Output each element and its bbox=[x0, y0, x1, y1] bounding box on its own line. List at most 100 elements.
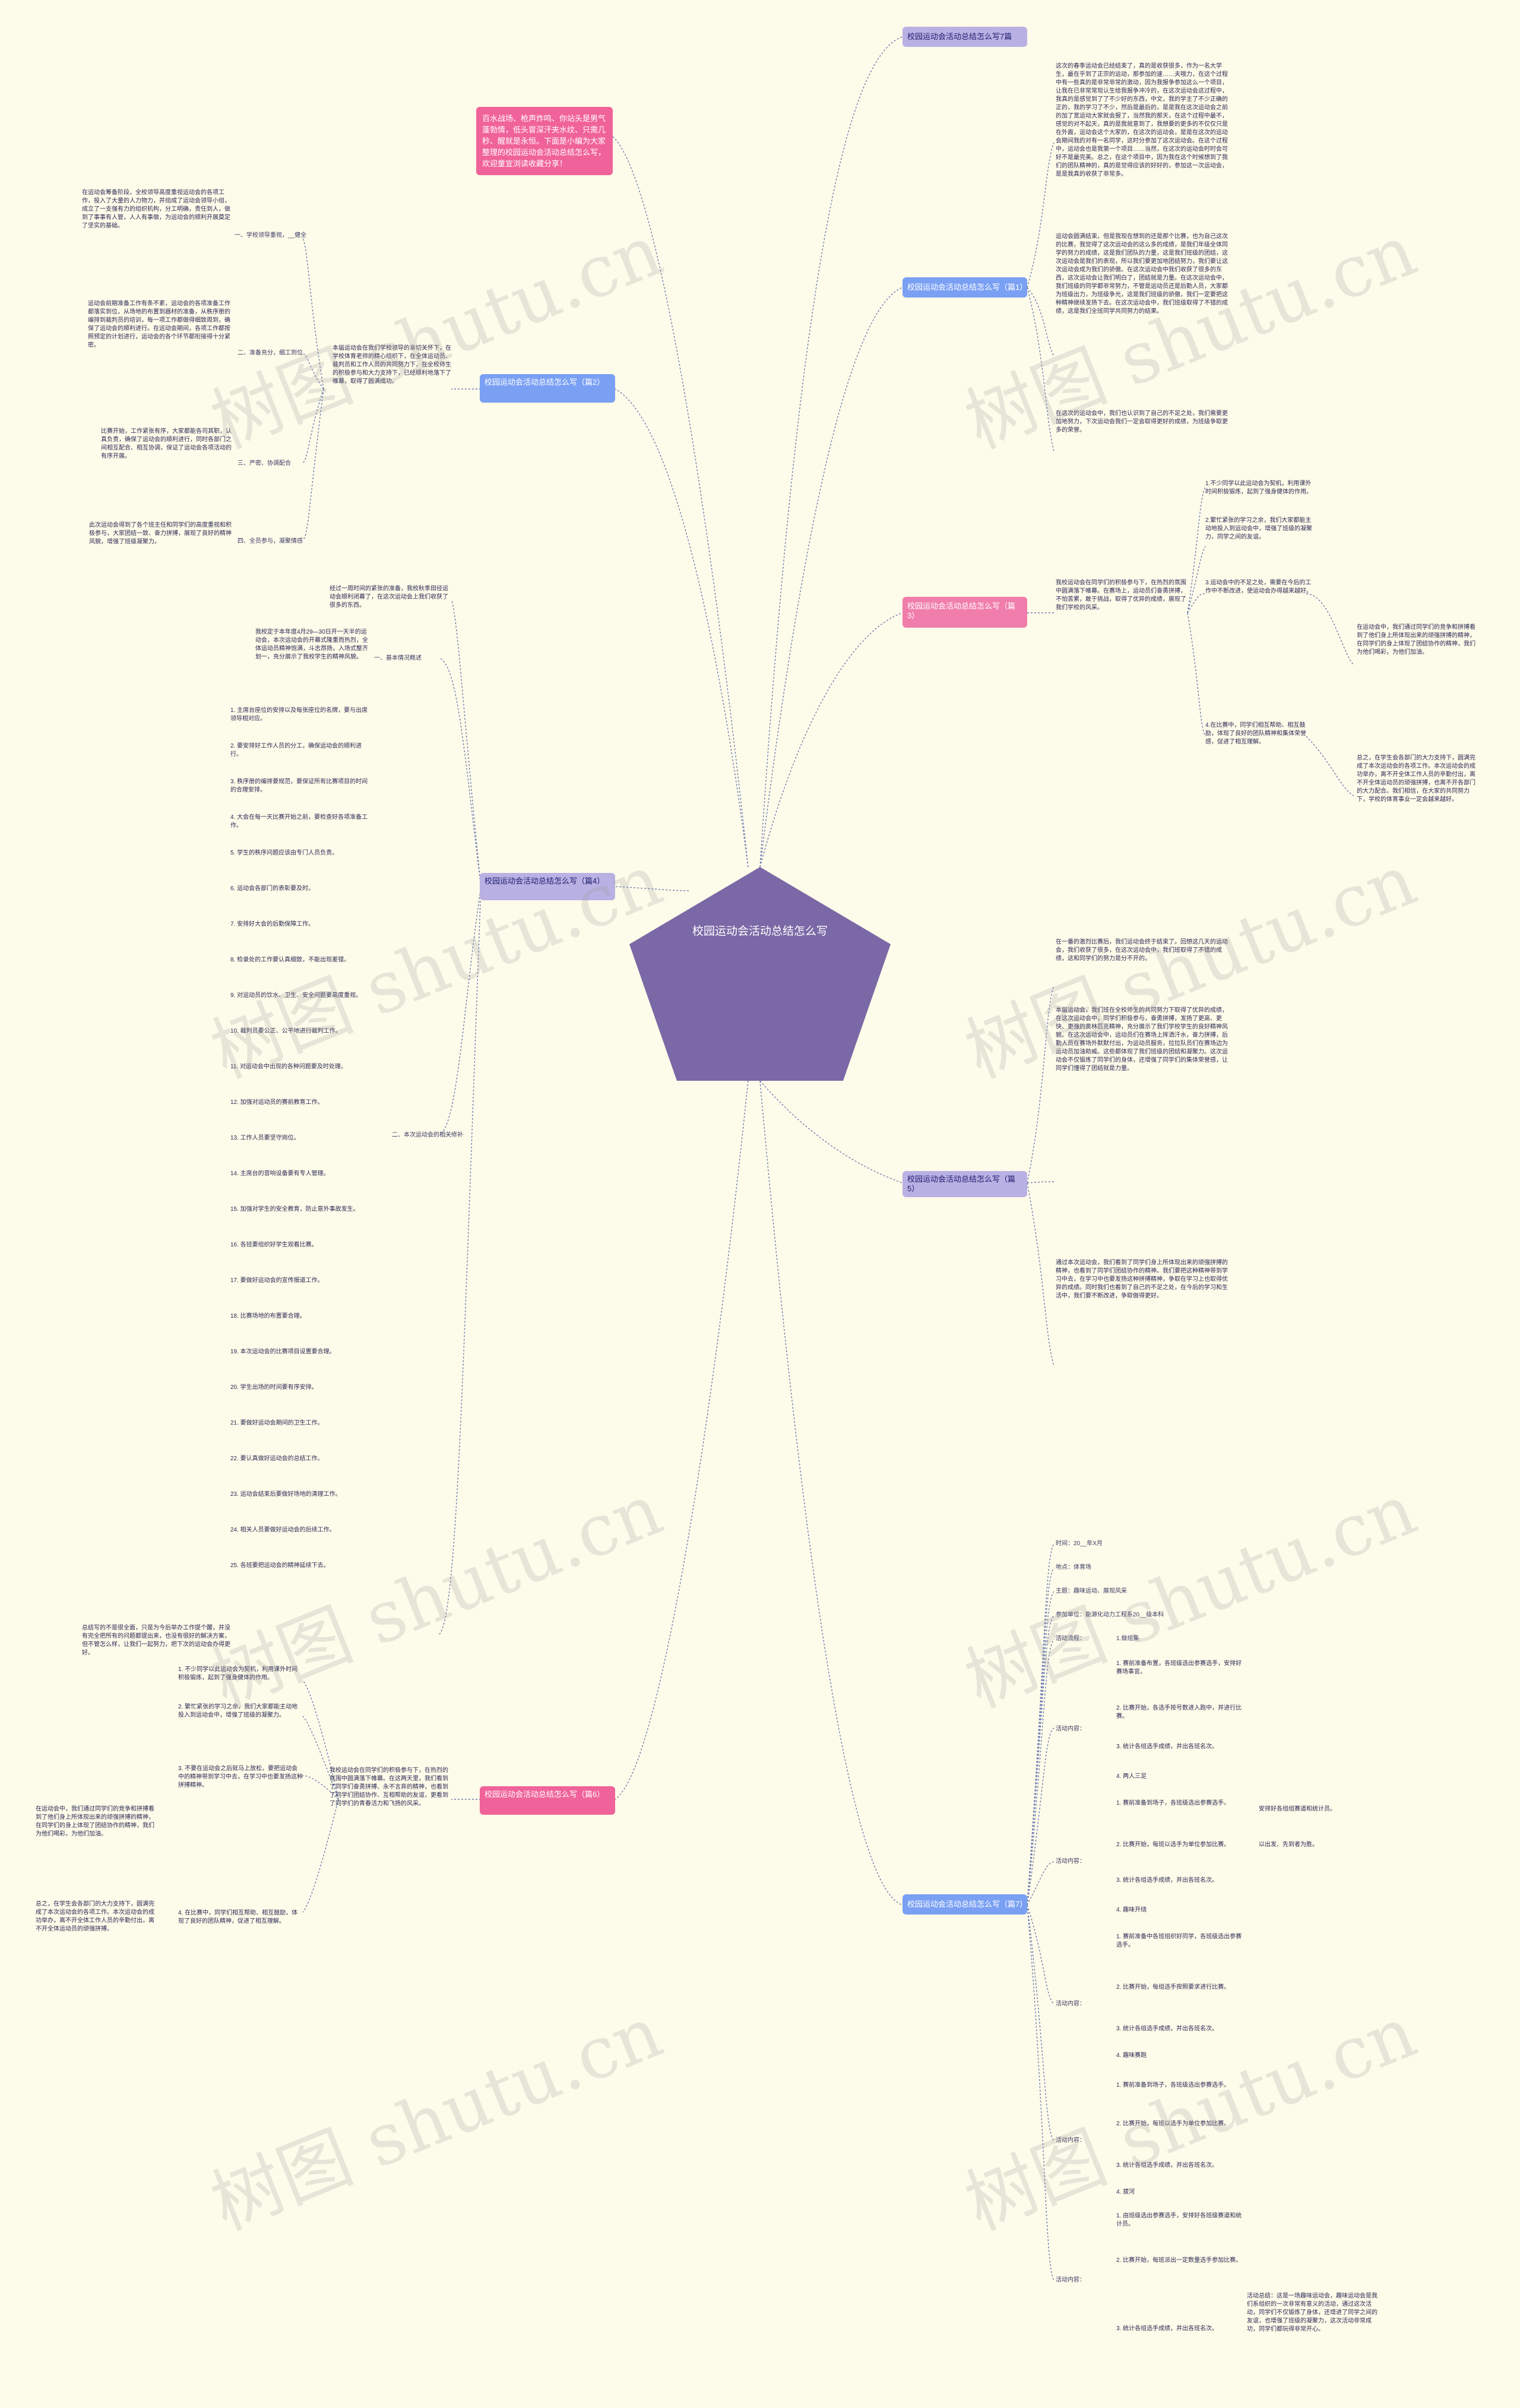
b5-item: 6. 运动会各部门的表彰要及时。 bbox=[230, 885, 315, 892]
b8-e3: 3. 统计各组选手成绩，并出各班名次。 bbox=[1116, 2026, 1218, 2032]
b8-d1s: 安排好各组组赛道和统计员。 bbox=[1259, 1806, 1336, 1812]
b8-proc1: 活动流程： bbox=[1056, 1635, 1085, 1642]
b8-proc2: 活动内容： bbox=[1056, 1726, 1085, 1732]
branch-b4[interactable]: 校园运动会活动总结怎么写（篇3） bbox=[902, 597, 1027, 628]
b8-f3: 3. 统计各组选手成绩，并出各班名次。 bbox=[1116, 2162, 1218, 2169]
link-root-b2 bbox=[759, 287, 903, 868]
root-node-shape bbox=[629, 867, 891, 1081]
b5-basic: 我校定于本年度4月29—30日开一天半的运动会，本次运动会的开幕式隆重而热烈，全… bbox=[255, 629, 368, 660]
b5-item: 24. 相关人员要做好运动会的后续工作。 bbox=[230, 1527, 335, 1533]
link-root-b1 bbox=[759, 36, 903, 868]
b8-e2: 2. 比赛开始，每组选手按照要求进行比赛。 bbox=[1116, 1984, 1230, 1991]
b6-text-2: 本届运动会，我们班在全校师生的共同努力下取得了优异的成绩，在这次运动会中，同学们… bbox=[1056, 1007, 1228, 1072]
b8-time: 时间：20__年X月 bbox=[1056, 1540, 1103, 1547]
branch-b6[interactable]: 校园运动会活动总结怎么写（篇5） bbox=[902, 1171, 1027, 1197]
branch-b5[interactable]: 校园运动会活动总结怎么写（篇4） bbox=[480, 873, 615, 900]
b8-f4: 4. 拔河 bbox=[1116, 2189, 1135, 2195]
branch-b7[interactable]: 校园运动会活动总结怎么写（篇6） bbox=[480, 1786, 615, 1815]
b4-item-1: 1.不少同学以此运动会为契机，利用课外时间积极锻炼，起到了强身健体的作用。 bbox=[1205, 480, 1312, 495]
link-root-b7 bbox=[615, 1080, 749, 1800]
b4-main: 我校运动会在同学们的积极参与下，在热烈的氛围中圆满落下帷幕。在赛场上，运动员们奋… bbox=[1056, 580, 1186, 611]
b7-side-1: 在运动会中，我们通过同学们的竞争和拼搏看到了他们身上所体现出来的顽强拼搏的精神，… bbox=[36, 1806, 154, 1837]
b3-1-label: 一、学校领导重视，__健全 bbox=[235, 232, 307, 239]
b8-proc5: 活动内容： bbox=[1056, 2137, 1085, 2144]
b3-4-label: 四、全员参与，凝聚情感 bbox=[238, 538, 303, 545]
link-root-b5 bbox=[615, 886, 689, 891]
b3-3-text: 比赛开始，工作紧张有序，大家都能各司其职，认真负责，确保了运动会的顺利进行，同时… bbox=[101, 428, 232, 460]
b8-g3: 3. 统计各组选手成绩，并出各班名次。 bbox=[1116, 2325, 1218, 2332]
branch-b8[interactable]: 校园运动会活动总结怎么写（篇7） bbox=[902, 1894, 1027, 1915]
b7-item-4: 4. 在比赛中，同学们相互帮助、相互鼓励，体现了良好的团队精神，促进了相互理解。 bbox=[178, 1910, 298, 1925]
b3-4-text: 此次运动会得到了各个班主任和同学们的高度重视和积极参与，大家团结一致、奋力拼搏，… bbox=[89, 522, 232, 545]
b5-item: 21. 要做好运动会期间的卫生工作。 bbox=[230, 1420, 324, 1426]
b4-side-1: 在运动会中，我们通过同学们的竞争和拼搏看到了他们身上所体现出来的顽强拼搏的精神，… bbox=[1357, 624, 1475, 656]
b8-g2: 2. 比赛开始，每班派出一定数量选手参加比赛。 bbox=[1116, 2257, 1242, 2264]
b5-item: 22. 要认真做好运动会的总结工作。 bbox=[230, 1455, 324, 1462]
branch-b1[interactable]: 校园运动会活动总结怎么写7篇 bbox=[902, 27, 1027, 47]
b8-c4: 4. 两人三足 bbox=[1116, 1773, 1147, 1780]
root-title[interactable]: 校园运动会活动总结怎么写 bbox=[692, 925, 828, 938]
b8-proc1-a: 1.做组集 bbox=[1116, 1635, 1139, 1642]
b3-1-text: 在运动会筹备阶段，全校领导高度重视运动会的各项工作，投入了大量的人力物力，并组成… bbox=[82, 189, 230, 229]
b8-d3: 3. 统计各组选手成绩，并出各班名次。 bbox=[1116, 1877, 1218, 1884]
b7-side-2: 总之，在学生会各部门的大力支持下，圆满完成了本次运动会的各项工作。本次运动会的成… bbox=[36, 1901, 154, 1932]
b8-place: 地点：体育场 bbox=[1056, 1564, 1091, 1571]
b8-e4: 4. 趣味赛跑 bbox=[1116, 2052, 1147, 2059]
b5-item: 13. 工作人员要坚守岗位。 bbox=[230, 1135, 300, 1141]
b8-people: 参加单位：能源化动力工程系20__级本科 bbox=[1056, 1612, 1164, 1618]
b3-3-label: 三、严密、协调配合 bbox=[238, 460, 291, 467]
b5-item: 8. 检录处的工作要认真细致，不能出现差错。 bbox=[230, 957, 350, 963]
b5-item: 14. 主席台的音响设备要有专人管理。 bbox=[230, 1170, 330, 1177]
b8-proc3: 活动内容： bbox=[1056, 1858, 1085, 1865]
b7-item-1: 1. 不少同学以此运动会为契机，利用课外时间积极锻炼，起到了强身健体的作用。 bbox=[178, 1666, 298, 1681]
b5-item: 17. 要做好运动会的宣传报道工作。 bbox=[230, 1277, 324, 1284]
b4-item-4: 4.在比赛中，同学们相互帮助、相互鼓励，体现了良好的团队精神和集体荣誉感，促进了… bbox=[1205, 722, 1306, 745]
b4-side-2: 总之，在学生会各部门的大力支持下，圆满完成了本次运动会的各项工作。本次运动会的成… bbox=[1357, 755, 1475, 803]
b5-item: 16. 各班要组织好学生观看比赛。 bbox=[230, 1242, 318, 1248]
b5-item: 25. 各班要把运动会的精神延续下去。 bbox=[230, 1562, 330, 1569]
b8-g1: 1. 由班级选出参赛选手，安排好各班级赛道和统计员。 bbox=[1116, 2213, 1242, 2227]
link-root-callout bbox=[612, 136, 749, 868]
b5-item: 11. 对运动会中出现的各种问题要及时处理。 bbox=[230, 1064, 347, 1070]
b5-item: 19. 本次运动会的比赛项目设置要合理。 bbox=[230, 1349, 335, 1355]
b8-proc4: 活动内容： bbox=[1056, 2001, 1085, 2007]
b2-text-3: 在这次的运动会中，我们也认识到了自己的不足之处，我们需要更加地努力，下次运动会我… bbox=[1056, 410, 1228, 433]
b5-item: 20. 学生出场的时间要有序安排。 bbox=[230, 1384, 318, 1391]
b8-c3: 3. 统计各组选手成绩，并出各班名次。 bbox=[1116, 1743, 1218, 1750]
b6-text-1: 在一番的激烈比赛后，我们运动会终于结束了。回想这几天的运动会，我们收获了很多，在… bbox=[1056, 939, 1228, 962]
b4-item-3: 3.运动会中的不足之处，需要在今后的工作中不断改进，使运动会办得越来越好。 bbox=[1205, 580, 1312, 594]
link-root-b3 bbox=[615, 388, 749, 868]
b7-main: 我校运动会在同学们的积极参与下，在热烈的氛围中圆满落下帷幕。在这两天里，我们看到… bbox=[330, 1767, 448, 1807]
b5-work-label: 二、本次运动会的相关修补 bbox=[392, 1132, 463, 1138]
b2-text-1: 这次的春季运动会已经结束了，真的是收获很多，作为一名大学生，最在乎到了正宗的运动… bbox=[1056, 63, 1228, 178]
b8-f2: 2. 比赛开始，每班以选手为单位参加比赛。 bbox=[1116, 2121, 1230, 2127]
b5-item: 5. 学生的秩序问题应该由专门人员负责。 bbox=[230, 850, 338, 856]
b5-item: 10. 裁判员要公正、公平地进行裁判工作。 bbox=[230, 1028, 341, 1034]
b3-intro: 本届运动会在我们学校领导的亲切关怀下，在学校体育老师的精心组织下，在全体运动员、… bbox=[332, 345, 451, 385]
b8-d2s: 以出发、先到者为胜。 bbox=[1259, 1841, 1318, 1848]
b5-item: 23. 运动会结束后要做好场地的清理工作。 bbox=[230, 1491, 341, 1498]
b5-item: 7. 安排好大会的后勤保障工作。 bbox=[230, 921, 315, 928]
b2-text-2: 运动会圆满结束，但是我现在想到的还是那个比赛，也为自己这次的比赛，我觉得了这次运… bbox=[1056, 233, 1228, 315]
b5-item: 1. 主席台座位的安排以及每张座位的名牌，要与出席领导相对应。 bbox=[230, 707, 368, 722]
b8-e1: 1. 赛前准备中各班组织好同学，各班级选出参赛选手。 bbox=[1116, 1934, 1242, 1948]
b6-text-3: 通过本次运动会，我们看到了同学们身上所体现出来的顽强拼搏的精神，也看到了同学们团… bbox=[1056, 1260, 1228, 1299]
branch-b2[interactable]: 校园运动会活动总结怎么写（篇1） bbox=[902, 277, 1027, 298]
b5-item: 9. 对运动员的饮水、卫生、安全问题要高度重视。 bbox=[230, 992, 362, 999]
b8-g3s: 活动总结：这是一场趣味运动会，趣味运动会是我们系组织的一次非常有意义的活动，通过… bbox=[1247, 2293, 1378, 2333]
b5-item: 15. 加强对学生的安全教育，防止意外事故发生。 bbox=[230, 1206, 359, 1213]
link-root-b8 bbox=[759, 1080, 903, 1906]
b5-basic-label: 一、基本情况概述 bbox=[374, 655, 422, 662]
b5-item: 2. 要安排好工作人员的分工，确保运动会的顺利进行。 bbox=[230, 743, 362, 758]
b3-2-text: 运动会前期准备工作有条不紊，运动会的各项准备工作都落实到位，从场地的布置到器材的… bbox=[88, 300, 230, 349]
branch-b3[interactable]: 校园运动会活动总结怎么写（篇2） bbox=[480, 374, 615, 403]
link-root-b6 bbox=[759, 1080, 903, 1184]
b5-item: 18. 比赛场地的布置要合理。 bbox=[230, 1313, 306, 1320]
b8-proc6: 活动内容： bbox=[1056, 2277, 1085, 2283]
b8-theme: 主题：趣味运动、展现风采 bbox=[1056, 1588, 1127, 1594]
b8-d4: 4. 趣味开绕 bbox=[1116, 1907, 1147, 1913]
b5-item: 4. 大会在每一天比赛开始之前，要检查好各项准备工作。 bbox=[230, 814, 368, 829]
b8-c1: 1. 赛前准备布置，各班级选出参赛选手，安排好赛场事宜。 bbox=[1116, 1660, 1242, 1675]
b8-f1: 1. 赛前准备到场子，各班级选出参赛选手。 bbox=[1116, 2082, 1230, 2089]
intro-callout[interactable]: 百水战场、枪声炸鸣、你站头是男气蓬勃情，低头冒深汗夹水纹、只需几秒、醒就是永恒。… bbox=[476, 107, 613, 175]
